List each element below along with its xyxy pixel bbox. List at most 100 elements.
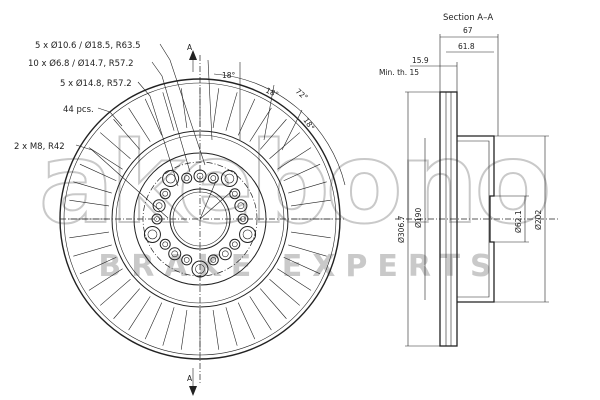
small-hole-inner: [154, 216, 160, 222]
vane-line: [283, 256, 321, 275]
section-hat-profile: [457, 135, 495, 303]
callout-vanes: 44 pcs.: [63, 105, 94, 115]
bolt-hole-inner: [147, 229, 158, 240]
vane-line: [73, 181, 112, 194]
small-hole: [207, 172, 219, 184]
front-view: 18° 18° 72° 18° A A 5 x Ø10.6 / Ø18.5, R…: [14, 40, 346, 396]
bolt-hole: [143, 225, 161, 243]
vane-line: [69, 199, 109, 207]
vane-line: [291, 199, 331, 207]
bolt-hole: [220, 170, 238, 188]
dim-min-thickness: Min. th. 15: [379, 68, 419, 77]
angle-label-2: 18°: [264, 86, 280, 100]
small-hole-inner: [240, 216, 246, 222]
dim-61-8: 61.8: [458, 42, 475, 51]
vane-line: [73, 244, 112, 257]
vane-line: [69, 231, 109, 239]
vane-line: [128, 107, 151, 142]
vane-line: [180, 310, 188, 350]
mid-hole-inner: [155, 202, 163, 210]
vane-line: [88, 268, 123, 291]
angle-arc: [213, 73, 346, 186]
hat-outer: [133, 152, 267, 286]
vane-line: [144, 302, 163, 340]
section-title: Section A–A: [443, 13, 493, 23]
vane-line: [88, 147, 123, 170]
small-hole-inner: [183, 257, 190, 263]
vane-line: [269, 132, 300, 159]
small-hole: [181, 254, 193, 266]
small-hole: [229, 188, 241, 200]
friction-ring-inner-2: [115, 134, 285, 304]
dim-202: Ø202: [534, 210, 543, 230]
vane-line: [225, 307, 238, 346]
section-disc-face: [439, 91, 458, 347]
mid-hole-inner: [237, 202, 245, 210]
center-bore-chamfer: [172, 191, 228, 247]
bolt-hole-inner: [195, 264, 205, 274]
bolt-hole: [162, 170, 180, 188]
vane-line: [288, 181, 327, 194]
section-marker-bottom: A: [187, 374, 193, 383]
small-hole-inner: [162, 241, 169, 248]
dim-67: 67: [463, 26, 473, 35]
leader-bolt-holes: [159, 43, 206, 166]
vane-line: [79, 163, 117, 182]
mid-hole: [218, 247, 232, 261]
vane-line: [237, 98, 256, 136]
angle-label-1: 18°: [222, 71, 236, 80]
small-hole: [181, 172, 193, 184]
angle-ext-1: [207, 59, 213, 141]
bolt-hole: [191, 260, 209, 278]
callout-holes-second: 10 x Ø6.8 / Ø14.7, R57.2: [28, 58, 134, 69]
leader-holes-third: [137, 81, 179, 187]
bolt-hole-inner: [165, 173, 176, 184]
callout-bolt-holes: 5 x Ø10.6 / Ø18.5, R63.5: [35, 40, 141, 51]
vane-line: [144, 98, 163, 136]
dim-306-7: Ø306.7: [397, 215, 406, 243]
callout-holes-third: 5 x Ø14.8, R57.2: [60, 78, 132, 89]
dim-62-1: Ø62.1: [514, 210, 523, 233]
vane-line: [260, 119, 287, 150]
friction-ring-inner: [111, 130, 289, 308]
watermark: akebono BRAKE EXPERTS: [38, 118, 553, 284]
center-bore: [169, 188, 231, 250]
watermark-tagline: BRAKE EXPERTS: [98, 249, 501, 284]
bolt-hole-inner: [224, 173, 235, 184]
vane-line: [162, 307, 175, 346]
vane-line: [288, 244, 327, 257]
vane-line: [212, 88, 220, 128]
vane-line: [212, 310, 220, 350]
mid-hole: [168, 247, 182, 261]
small-hole: [159, 238, 171, 250]
vane-line: [249, 296, 272, 331]
dim-190: Ø190: [414, 208, 423, 228]
mid-hole-inner: [221, 250, 229, 258]
hat-pcd: [142, 161, 258, 277]
disc-outer-edge-inner: [63, 82, 337, 356]
vane-line: [269, 279, 300, 306]
angle-ref-line-2: [199, 190, 233, 220]
section-view: Section A–A 67 61.8 15.9 Min. th. 15 Ø30…: [379, 13, 560, 347]
vane-line: [283, 163, 321, 182]
angle-ext-3: [263, 84, 275, 141]
vane-line: [277, 268, 312, 291]
small-hole-inner: [231, 190, 238, 197]
hub-holes: [143, 169, 257, 278]
vane-line: [100, 279, 131, 306]
small-hole: [159, 188, 171, 200]
small-hole-inner: [162, 190, 169, 197]
mid-hole-inner: [171, 250, 179, 258]
bolt-hole: [239, 225, 257, 243]
disc-outer-edge: [59, 78, 341, 360]
vane-line: [128, 296, 151, 331]
angle-label-3: 72°: [294, 87, 310, 103]
vane-line: [277, 147, 312, 170]
leader-vanes: [97, 107, 123, 127]
vane-line: [100, 132, 131, 159]
vane-line: [79, 256, 117, 275]
vane-line: [260, 288, 287, 319]
leader-threads: [75, 144, 169, 219]
section-hat-inner: [457, 140, 490, 298]
